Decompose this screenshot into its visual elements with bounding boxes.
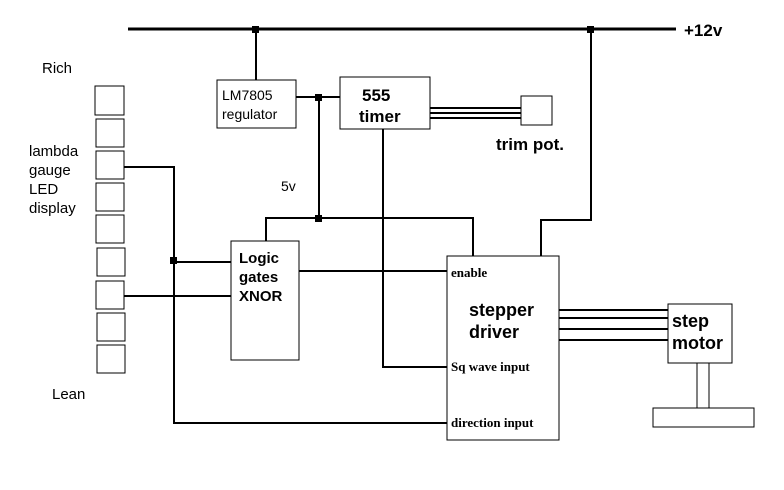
junction-dot-rail-driver (587, 26, 594, 33)
timer-box (339, 76, 431, 130)
wire-rail-to-driver (540, 29, 592, 256)
supply-label: +12v (684, 21, 723, 40)
led-segment (96, 312, 126, 342)
logic-gates-label-line1: Logic (239, 250, 279, 267)
led-segment (96, 247, 126, 277)
timer-label-line2: timer (359, 107, 401, 126)
wire-timer-to-sq-wave (382, 129, 447, 368)
wire-led-upper-to-logic (124, 166, 231, 263)
direction-label: direction input (451, 415, 534, 430)
logic-gates-box (230, 240, 300, 361)
logic-gates-label-line3: XNOR (239, 288, 283, 305)
wire-led-upper-to-direction (173, 262, 447, 424)
led-segment (96, 344, 126, 374)
led-display-label-line1: lambda (29, 143, 79, 160)
junction-dot-rail-regulator (252, 26, 259, 33)
motor-shaft (696, 362, 710, 409)
rich-label: Rich (42, 60, 72, 77)
logic-gates-label-line2: gates (239, 269, 278, 286)
wire-5v-to-logic-and-driver (265, 217, 474, 256)
stepper-driver-label-line2: driver (469, 322, 519, 342)
led-display-label-line4: display (29, 200, 76, 217)
trim-pot-label: trim pot. (496, 135, 564, 154)
junction-dot-led-logic (170, 257, 177, 264)
step-motor-label-line2: motor (672, 333, 723, 353)
regulator-box (216, 79, 297, 129)
step-motor-label-line1: step (672, 311, 709, 331)
stepper-driver-box (446, 255, 560, 441)
enable-label: enable (451, 265, 487, 280)
motor-base (652, 407, 755, 428)
lean-label: Lean (52, 386, 85, 403)
led-segment (95, 214, 125, 244)
sq-wave-label: Sq wave input (451, 359, 530, 374)
step-motor-box (667, 303, 733, 364)
led-display-label-line2: gauge (29, 162, 71, 179)
five-volt-label: 5v (281, 178, 296, 194)
led-segment (95, 182, 125, 212)
led-segment (95, 280, 125, 310)
junction-dot-5v-bottom (315, 215, 322, 222)
stepper-driver-label-line1: stepper (469, 300, 534, 320)
led-stack (94, 85, 126, 374)
timer-label-line1: 555 (362, 86, 390, 105)
regulator-label-line2: regulator (222, 106, 278, 122)
led-segment (95, 150, 125, 180)
led-segment (95, 118, 125, 148)
trim-pot-box (520, 95, 553, 126)
regulator-label-line1: LM7805 (222, 87, 273, 103)
led-segment (94, 85, 125, 116)
led-display-label-line3: LED (29, 181, 58, 198)
